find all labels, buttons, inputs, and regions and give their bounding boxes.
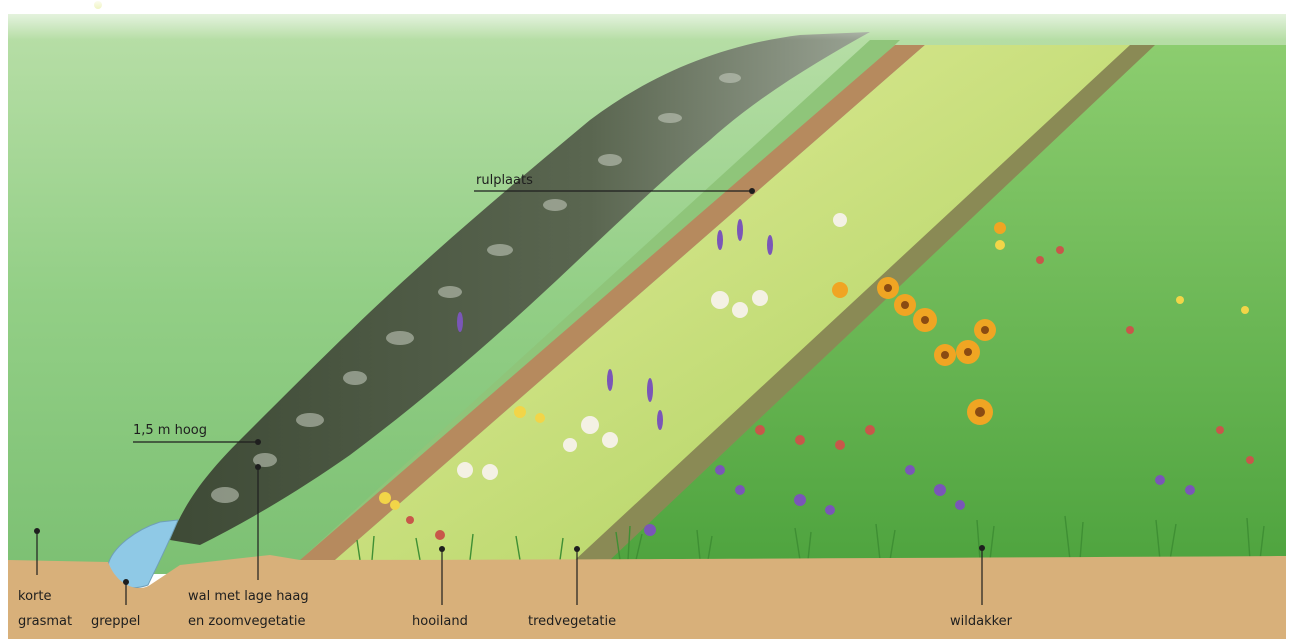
label-korte-text: korte	[18, 589, 51, 604]
label-wildakker-text: wildakker	[950, 614, 1013, 629]
label-grasmat-text: grasmat	[18, 614, 72, 629]
label-wal-line2: en zoomvegetatie	[188, 614, 305, 629]
label-greppel-text: greppel	[91, 614, 140, 629]
label-wal-line1: wal met lage haag	[188, 589, 309, 604]
label-height-text: 1,5 m hoog	[133, 423, 207, 438]
label-hooiland-text: hooiland	[412, 614, 468, 629]
label-tredvegetatie-text: tredvegetatie	[528, 614, 616, 629]
label-rulplaats-text: rulplaats	[476, 173, 533, 188]
top-fade	[8, 0, 1286, 40]
